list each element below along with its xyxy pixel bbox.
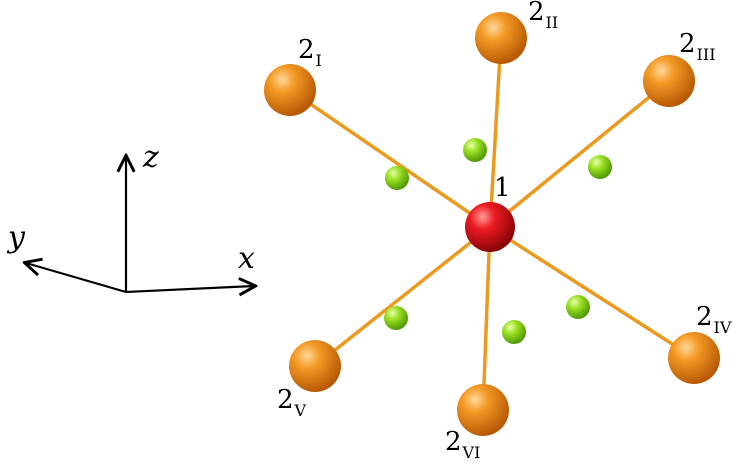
outer-atom-iii xyxy=(643,55,695,107)
central-atom-label: 1 xyxy=(494,173,511,203)
outer-atom-label-iv: 2IV xyxy=(696,302,732,337)
outer-atom-v xyxy=(289,340,341,392)
bridging-atom-v xyxy=(384,306,408,330)
outer-atom-label-i: 2I xyxy=(298,35,322,70)
y-axis-arrow xyxy=(26,263,127,294)
bond-iv xyxy=(489,225,695,360)
x-axis-arrow xyxy=(125,286,254,292)
bridging-atoms xyxy=(384,138,612,344)
bridging-atom-ii xyxy=(463,138,487,162)
bond-iii xyxy=(488,79,671,229)
axes-triad: z x y xyxy=(6,140,255,292)
outer-atom-i xyxy=(264,64,316,116)
bond-vi xyxy=(481,226,492,411)
atom-labels: 2I 2II 2III 2IV 2V 2VI xyxy=(277,0,732,462)
y-axis-label: y xyxy=(6,220,26,255)
bridging-atom-iii xyxy=(588,155,612,179)
central-atom xyxy=(465,202,515,252)
z-axis-label: z xyxy=(142,140,159,175)
outer-atom-label-vi: 2VI xyxy=(445,427,480,462)
outer-atoms xyxy=(264,12,720,436)
x-axis-label: x xyxy=(238,241,255,276)
bonds xyxy=(289,37,695,411)
outer-atom-label-ii: 2II xyxy=(528,0,558,32)
outer-atom-label-iii: 2III xyxy=(679,29,716,64)
bridging-atom-i xyxy=(385,166,409,190)
bond-i xyxy=(289,88,491,229)
outer-atom-iv xyxy=(668,332,720,384)
outer-atom-label-v: 2V xyxy=(277,385,307,420)
bridging-atom-vi xyxy=(502,320,526,344)
outer-atom-vi xyxy=(457,384,509,436)
bridging-atom-iv xyxy=(566,295,590,319)
outer-atom-ii xyxy=(475,12,527,64)
bond-v xyxy=(313,225,492,368)
bond-ii xyxy=(488,37,503,228)
